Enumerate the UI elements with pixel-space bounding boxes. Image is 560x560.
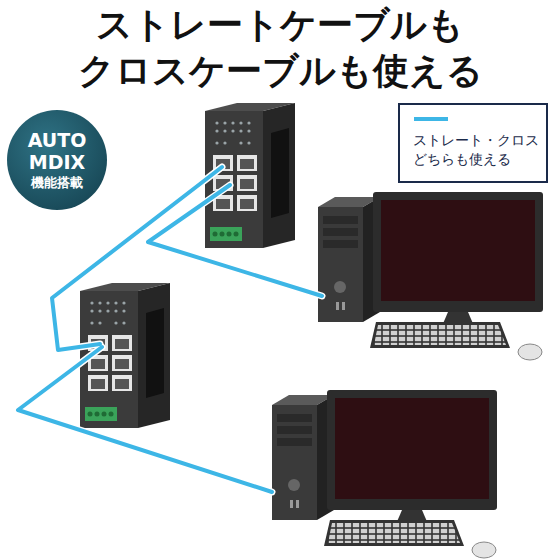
legend-box: ストレート・クロス どちらも使える <box>398 103 548 183</box>
legend-line <box>412 115 452 123</box>
legend-line-sample <box>414 117 448 121</box>
desktop-pc <box>272 390 497 558</box>
cable <box>18 347 272 492</box>
badge-text: 機能搭載 <box>31 174 83 191</box>
cables <box>18 167 322 492</box>
network-switch <box>205 103 295 248</box>
desktop-pc <box>318 192 543 360</box>
title: ストレートケーブルも クロスケーブルも使える <box>10 2 550 94</box>
feature-badge: AUTO MDIX機能搭載 <box>7 110 107 210</box>
legend-text: ストレート・クロス どちらも使える <box>413 131 545 169</box>
badge-text: AUTO MDIX <box>19 129 95 173</box>
cable <box>148 185 322 296</box>
cable-outline <box>18 347 272 492</box>
